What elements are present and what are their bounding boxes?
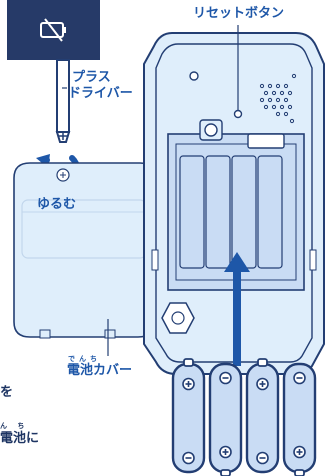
battery-3 [245, 358, 280, 474]
instruction-fragment-2-ruby: ん ち [0, 422, 29, 430]
screwdriver-label-line2: ドライバー [68, 86, 133, 101]
battery-4 [282, 362, 317, 476]
arrow-up-icon [224, 252, 250, 366]
battery-1 [171, 358, 206, 474]
phillips-screwdriver-icon [55, 59, 71, 143]
battery-status-panel [7, 0, 100, 60]
battery-cover-ruby: でんち [68, 355, 101, 363]
battery-2 [208, 362, 243, 476]
instruction-fragment-2: 電池に [0, 431, 40, 446]
reset-button [247, 133, 285, 149]
battery-cover [13, 162, 155, 339]
loosen-label: ゆるむ [37, 197, 77, 212]
instruction-fragment-1: を [0, 385, 14, 400]
screwdriver-label-line1: プラス [72, 70, 111, 85]
battery-cover-label: 電池カバー [67, 363, 133, 378]
reset-button-label: リセットボタン [193, 6, 285, 21]
battery-empty-slashed-icon [39, 18, 66, 42]
aa-batteries [171, 358, 317, 476]
